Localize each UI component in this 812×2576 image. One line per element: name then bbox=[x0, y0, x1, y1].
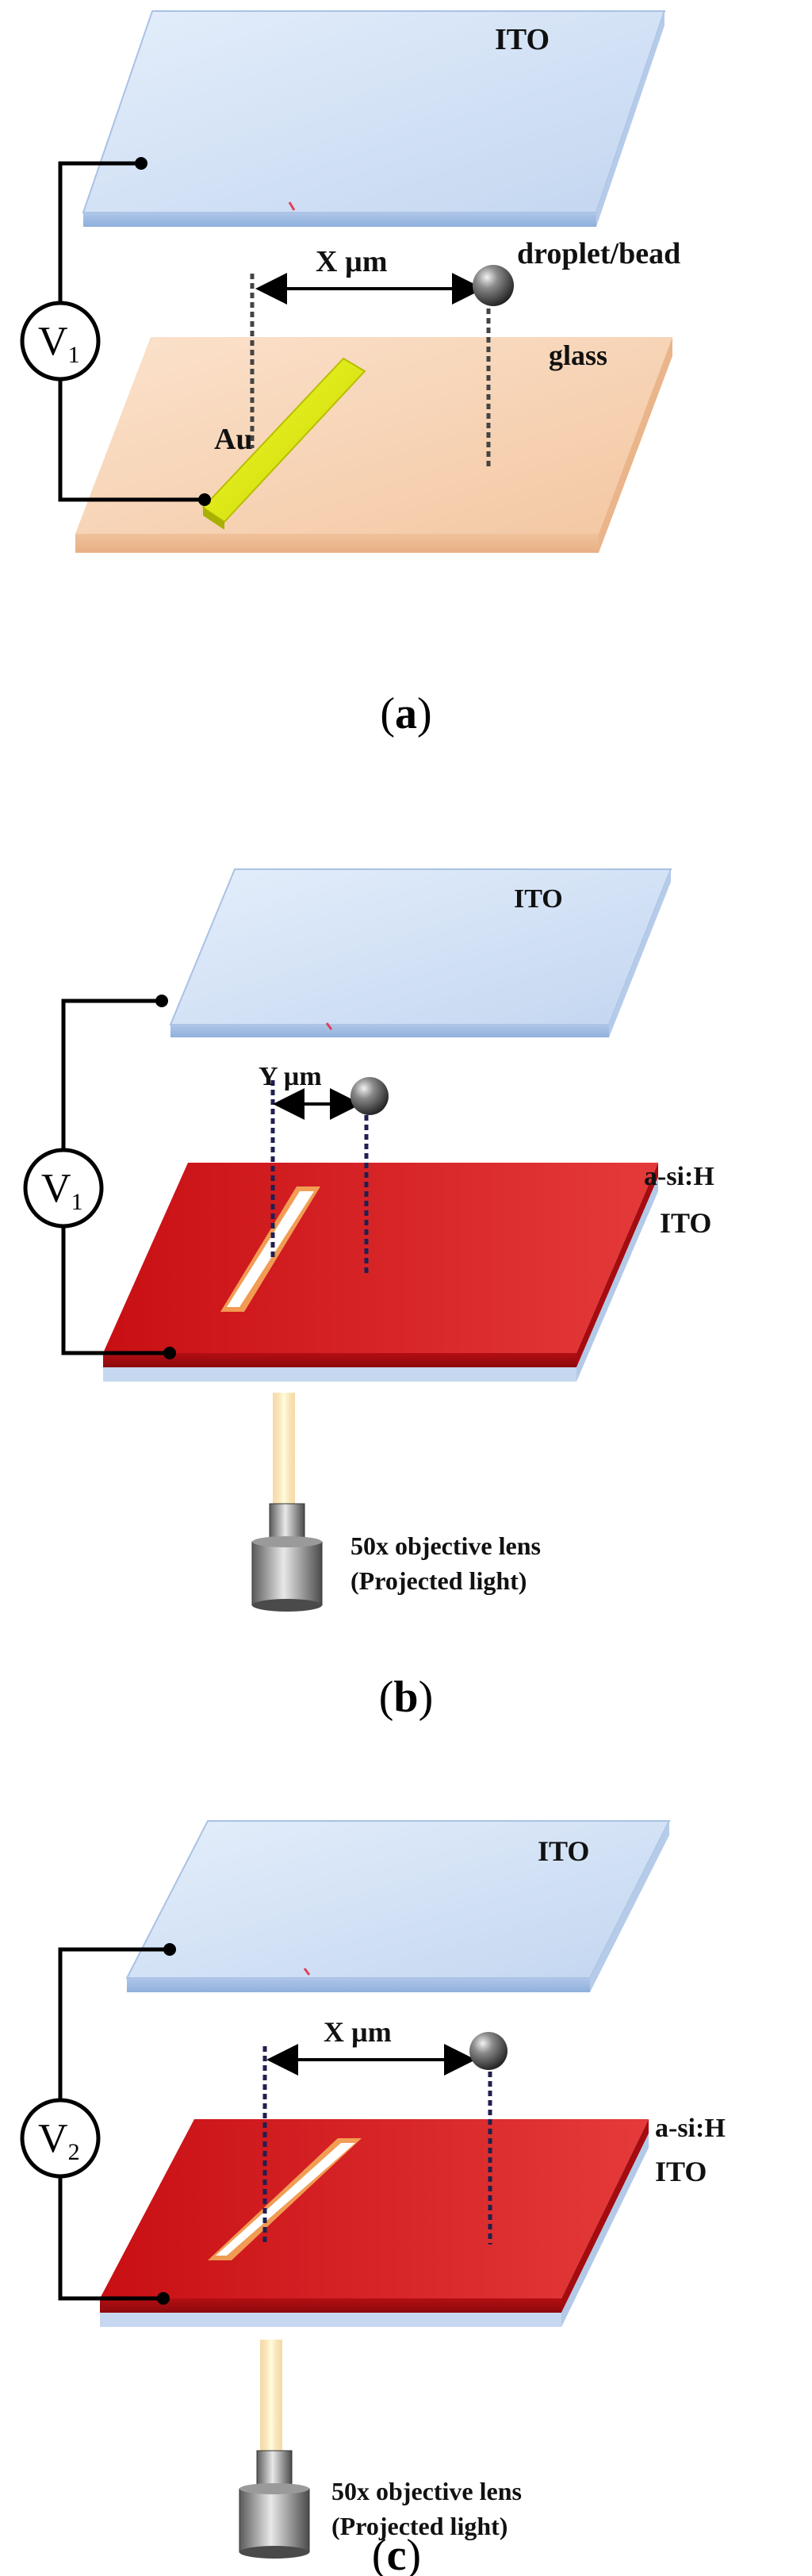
ito-bottom-label: ITO bbox=[660, 1207, 711, 1239]
au-label: Au bbox=[214, 423, 253, 456]
wire-bottom bbox=[58, 379, 205, 502]
bead-icon bbox=[469, 2032, 508, 2070]
asi-label: a-si:H bbox=[644, 1162, 714, 1191]
caption-c: (c) bbox=[372, 2531, 421, 2576]
wire-top bbox=[58, 1947, 170, 2100]
terminal-dot bbox=[135, 157, 147, 170]
voltage-label: V2 bbox=[38, 2116, 80, 2165]
voltage-source-icon bbox=[23, 1148, 104, 1229]
ito-label: ITO bbox=[514, 884, 563, 914]
gold-electrode bbox=[201, 357, 366, 530]
ito-label: ITO bbox=[538, 1835, 589, 1867]
voltage-label: V1 bbox=[38, 319, 80, 368]
panel-a: ITO glass Au X µm droplet/bead V1 bbox=[20, 10, 680, 738]
wire-bottom bbox=[61, 1226, 170, 1355]
caption-b: (b) bbox=[379, 1673, 433, 1722]
objective-lens-icon bbox=[239, 2340, 310, 2559]
panel-b: ITO a-si:H ITO Y µm 50x bbox=[23, 868, 714, 1722]
distance-label: Y µm bbox=[259, 1062, 322, 1091]
bead-icon bbox=[473, 265, 514, 306]
distance-label: X µm bbox=[324, 2016, 392, 2048]
asi-label: a-si:H bbox=[655, 2114, 726, 2143]
caption-a: (a) bbox=[380, 689, 431, 738]
lens-label: 50x objective lens bbox=[331, 2477, 522, 2505]
voltage-label: V1 bbox=[41, 1166, 83, 1215]
asi-substrate bbox=[100, 2119, 649, 2327]
voltage-source-icon bbox=[20, 301, 101, 381]
wire-top bbox=[61, 999, 162, 1150]
distance-label: X µm bbox=[316, 245, 388, 278]
terminal-dot bbox=[163, 1943, 176, 1956]
lens-label: 50x objective lens bbox=[350, 1531, 541, 1560]
wire-top bbox=[58, 161, 141, 303]
ito-top-plate bbox=[169, 868, 672, 1037]
ito-bottom-label: ITO bbox=[655, 2156, 707, 2187]
light-pattern bbox=[208, 2138, 362, 2260]
bead-icon bbox=[350, 1077, 389, 1115]
terminal-dot bbox=[155, 995, 168, 1007]
voltage-source-icon bbox=[20, 2098, 101, 2179]
lens-sublabel: (Projected light) bbox=[331, 2512, 508, 2540]
objective-lens-icon bbox=[251, 1393, 323, 1612]
panel-c: ITO a-si:H ITO X µm 50x objective lens bbox=[20, 1820, 726, 2576]
wire-bottom bbox=[58, 2176, 163, 2301]
terminal-dot bbox=[198, 493, 211, 506]
terminal-dot bbox=[163, 1347, 176, 1359]
light-pattern bbox=[220, 1186, 320, 1312]
lens-sublabel: (Projected light) bbox=[350, 1566, 527, 1595]
ito-label: ITO bbox=[495, 23, 550, 56]
asi-substrate bbox=[103, 1163, 658, 1382]
ito-top-plate bbox=[82, 10, 666, 227]
particle-label: droplet/bead bbox=[517, 237, 680, 270]
terminal-dot bbox=[157, 2292, 170, 2305]
glass-label: glass bbox=[549, 339, 607, 371]
ito-top-plate bbox=[125, 1820, 671, 1992]
